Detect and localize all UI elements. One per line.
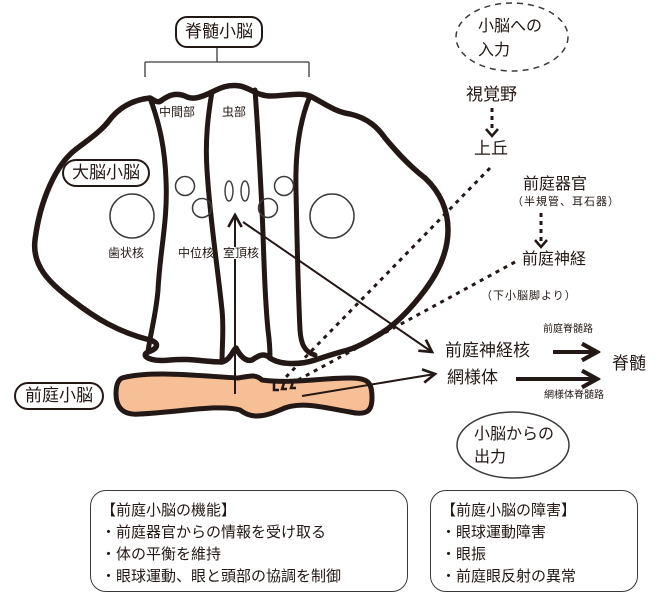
superior-colliculus-label: 上丘	[474, 139, 508, 159]
vermis-right-boundary	[252, 87, 273, 361]
interposed-nucleus-l2	[191, 197, 213, 219]
arrowhead-organ-to-nerve	[534, 239, 548, 249]
disorder-item: ・眼振	[441, 545, 487, 563]
cerebellum-outline	[31, 82, 451, 367]
dotted-input-superior-colliculus	[283, 166, 492, 380]
cerebrocerebellum-text: 大脳小脳	[72, 163, 140, 183]
disorder-item: ・眼球運動障害	[441, 523, 547, 541]
function-box-title: 【前庭小脳の機能】	[101, 501, 237, 519]
interposed-nucleus-label: 中位核	[178, 246, 215, 260]
vestibular-nerve-label: 前庭神経	[522, 249, 587, 268]
spinocerebellum-text: 脊髄小脳	[185, 22, 253, 42]
vermis-label: 虫部	[222, 105, 247, 119]
disorder-box-title: 【前庭小脳の障害】	[441, 501, 577, 519]
arrow-fastigial-to-vestibular-nuclei	[242, 221, 432, 352]
arrow-vestibulocerebellum-to-reticular	[301, 374, 435, 397]
intermediate-right-boundary	[293, 93, 318, 358]
interposed-nucleus-r1	[273, 175, 295, 197]
vestibulocerebellum-text: 前庭小脳	[25, 386, 93, 406]
interposed-nucleus-l1	[174, 175, 196, 197]
cerebrocerebellum-label: 大脳小脳	[62, 159, 150, 187]
vestibular-organ-label: 前庭器官	[523, 174, 588, 193]
dentate-nucleus-label: 歯状核	[108, 246, 145, 260]
input-heading-line2: 入力	[478, 40, 511, 59]
spinocerebellum-label: 脊髄小脳	[175, 16, 263, 48]
vestibulospinal-tract-label: 前庭脊髄路	[543, 324, 593, 335]
input-heading-ellipse	[455, 2, 569, 72]
disorder-box: 【前庭小脳の障害】 ・眼球運動障害 ・眼振 ・前庭眼反射の異常	[430, 490, 638, 592]
fiber-terminals	[272, 381, 296, 392]
output-heading-line2: 出力	[474, 447, 507, 466]
intermediate-left-boundary	[145, 95, 169, 355]
visual-cortex-label: 視覚野	[466, 85, 517, 105]
function-item: ・体の平衡を維持	[101, 545, 222, 563]
dotted-input-vestibular-nerve	[297, 260, 516, 382]
vestibular-organ-detail: （半規管、耳石器）	[512, 195, 620, 208]
spinal-cord-label: 脊髄	[612, 354, 646, 374]
output-heading-ellipse	[456, 411, 570, 479]
vestibulocerebellum-label: 前庭小脳	[14, 382, 104, 410]
function-item: ・眼球運動、眼と頭部の協調を制御	[101, 567, 342, 585]
output-heading-line1: 小脳からの	[474, 424, 555, 443]
vestibulocerebellum-shape	[113, 371, 375, 419]
intermediate-zone-label: 中間部	[159, 105, 196, 119]
function-box: 【前庭小脳の機能】 ・前庭器官からの情報を受け取る ・体の平衡を維持 ・眼球運動…	[90, 490, 408, 592]
fastigial-nucleus-left	[224, 180, 234, 202]
vermis-left-boundary	[203, 89, 226, 365]
disorder-item: ・前庭眼反射の異常	[441, 567, 577, 585]
spinocerebellum-bracket	[144, 46, 310, 77]
fastigial-nucleus-right	[240, 180, 250, 202]
reticular-formation-label: 網様体	[447, 368, 498, 388]
function-item: ・前庭器官からの情報を受け取る	[101, 523, 327, 541]
interposed-nucleus-r2	[257, 197, 279, 219]
reticulospinal-tract-label: 網様体脊髄路	[544, 390, 604, 401]
vestibular-nuclei-label: 前庭神経核	[445, 341, 530, 361]
dentate-nucleus-right	[309, 193, 355, 239]
arrowhead-visual-to-colliculus	[485, 128, 499, 138]
input-heading-line1: 小脳への	[478, 16, 543, 35]
dentate-nucleus-left	[109, 193, 155, 239]
fastigial-nucleus-label: 室頂核	[223, 246, 260, 260]
inferior-peduncle-label: （下小脳脚より）	[481, 289, 577, 302]
